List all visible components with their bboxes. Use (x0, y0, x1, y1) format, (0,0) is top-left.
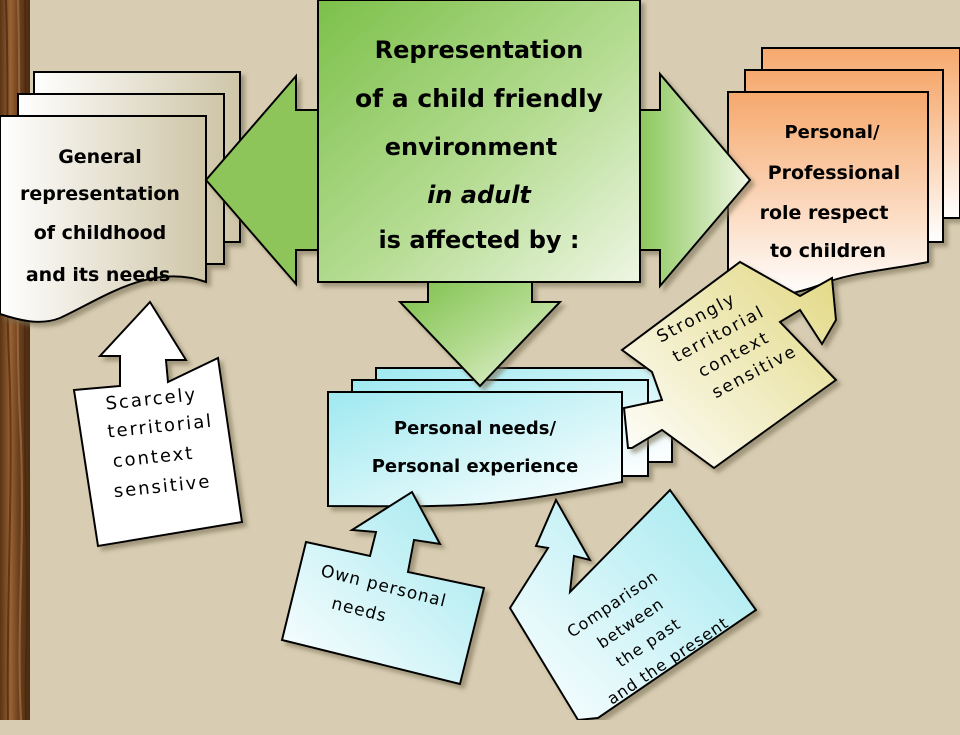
callout-own-personal-needs (280, 490, 486, 686)
right-box-line2: Professional (767, 162, 901, 184)
central-box (317, 0, 641, 283)
callout-scarcely-text: Scarcely territorial context sensitive (67, 381, 257, 505)
right-arrow (639, 71, 752, 289)
right-box-line3: role respect (759, 202, 889, 224)
callout-scarcely-territorial (72, 300, 244, 548)
bottom-document-stack (327, 367, 673, 508)
left-document-front (0, 115, 207, 323)
left-box-line2: representation (20, 183, 180, 205)
left-arrow (204, 73, 319, 287)
bottom-box-line2: Personal experience (371, 456, 579, 477)
bottom-document-front (327, 391, 623, 508)
callout-scarcely-line3: context (111, 442, 196, 473)
callout-comparison (508, 488, 758, 722)
central-title-line1: Representation (374, 36, 584, 64)
right-box-line1: Personal/ (784, 122, 880, 143)
left-box-line3: of childhood (33, 222, 167, 244)
central-title-line2: of a child friendly (355, 84, 603, 113)
bottom-box-line1: Personal needs/ (393, 418, 557, 439)
central-four-way-arrow (204, 0, 752, 388)
left-box-line1: General (58, 146, 142, 168)
right-box-line4: to children (770, 240, 886, 262)
left-box-line4: and its needs (25, 264, 171, 286)
down-arrow (397, 279, 563, 388)
right-document-stack (727, 47, 960, 299)
central-title-line4: in adult (427, 181, 531, 209)
central-title-line5: is affected by : (378, 226, 580, 254)
callout-strongly-territorial (620, 260, 838, 470)
central-title-line3: environment (384, 133, 558, 161)
